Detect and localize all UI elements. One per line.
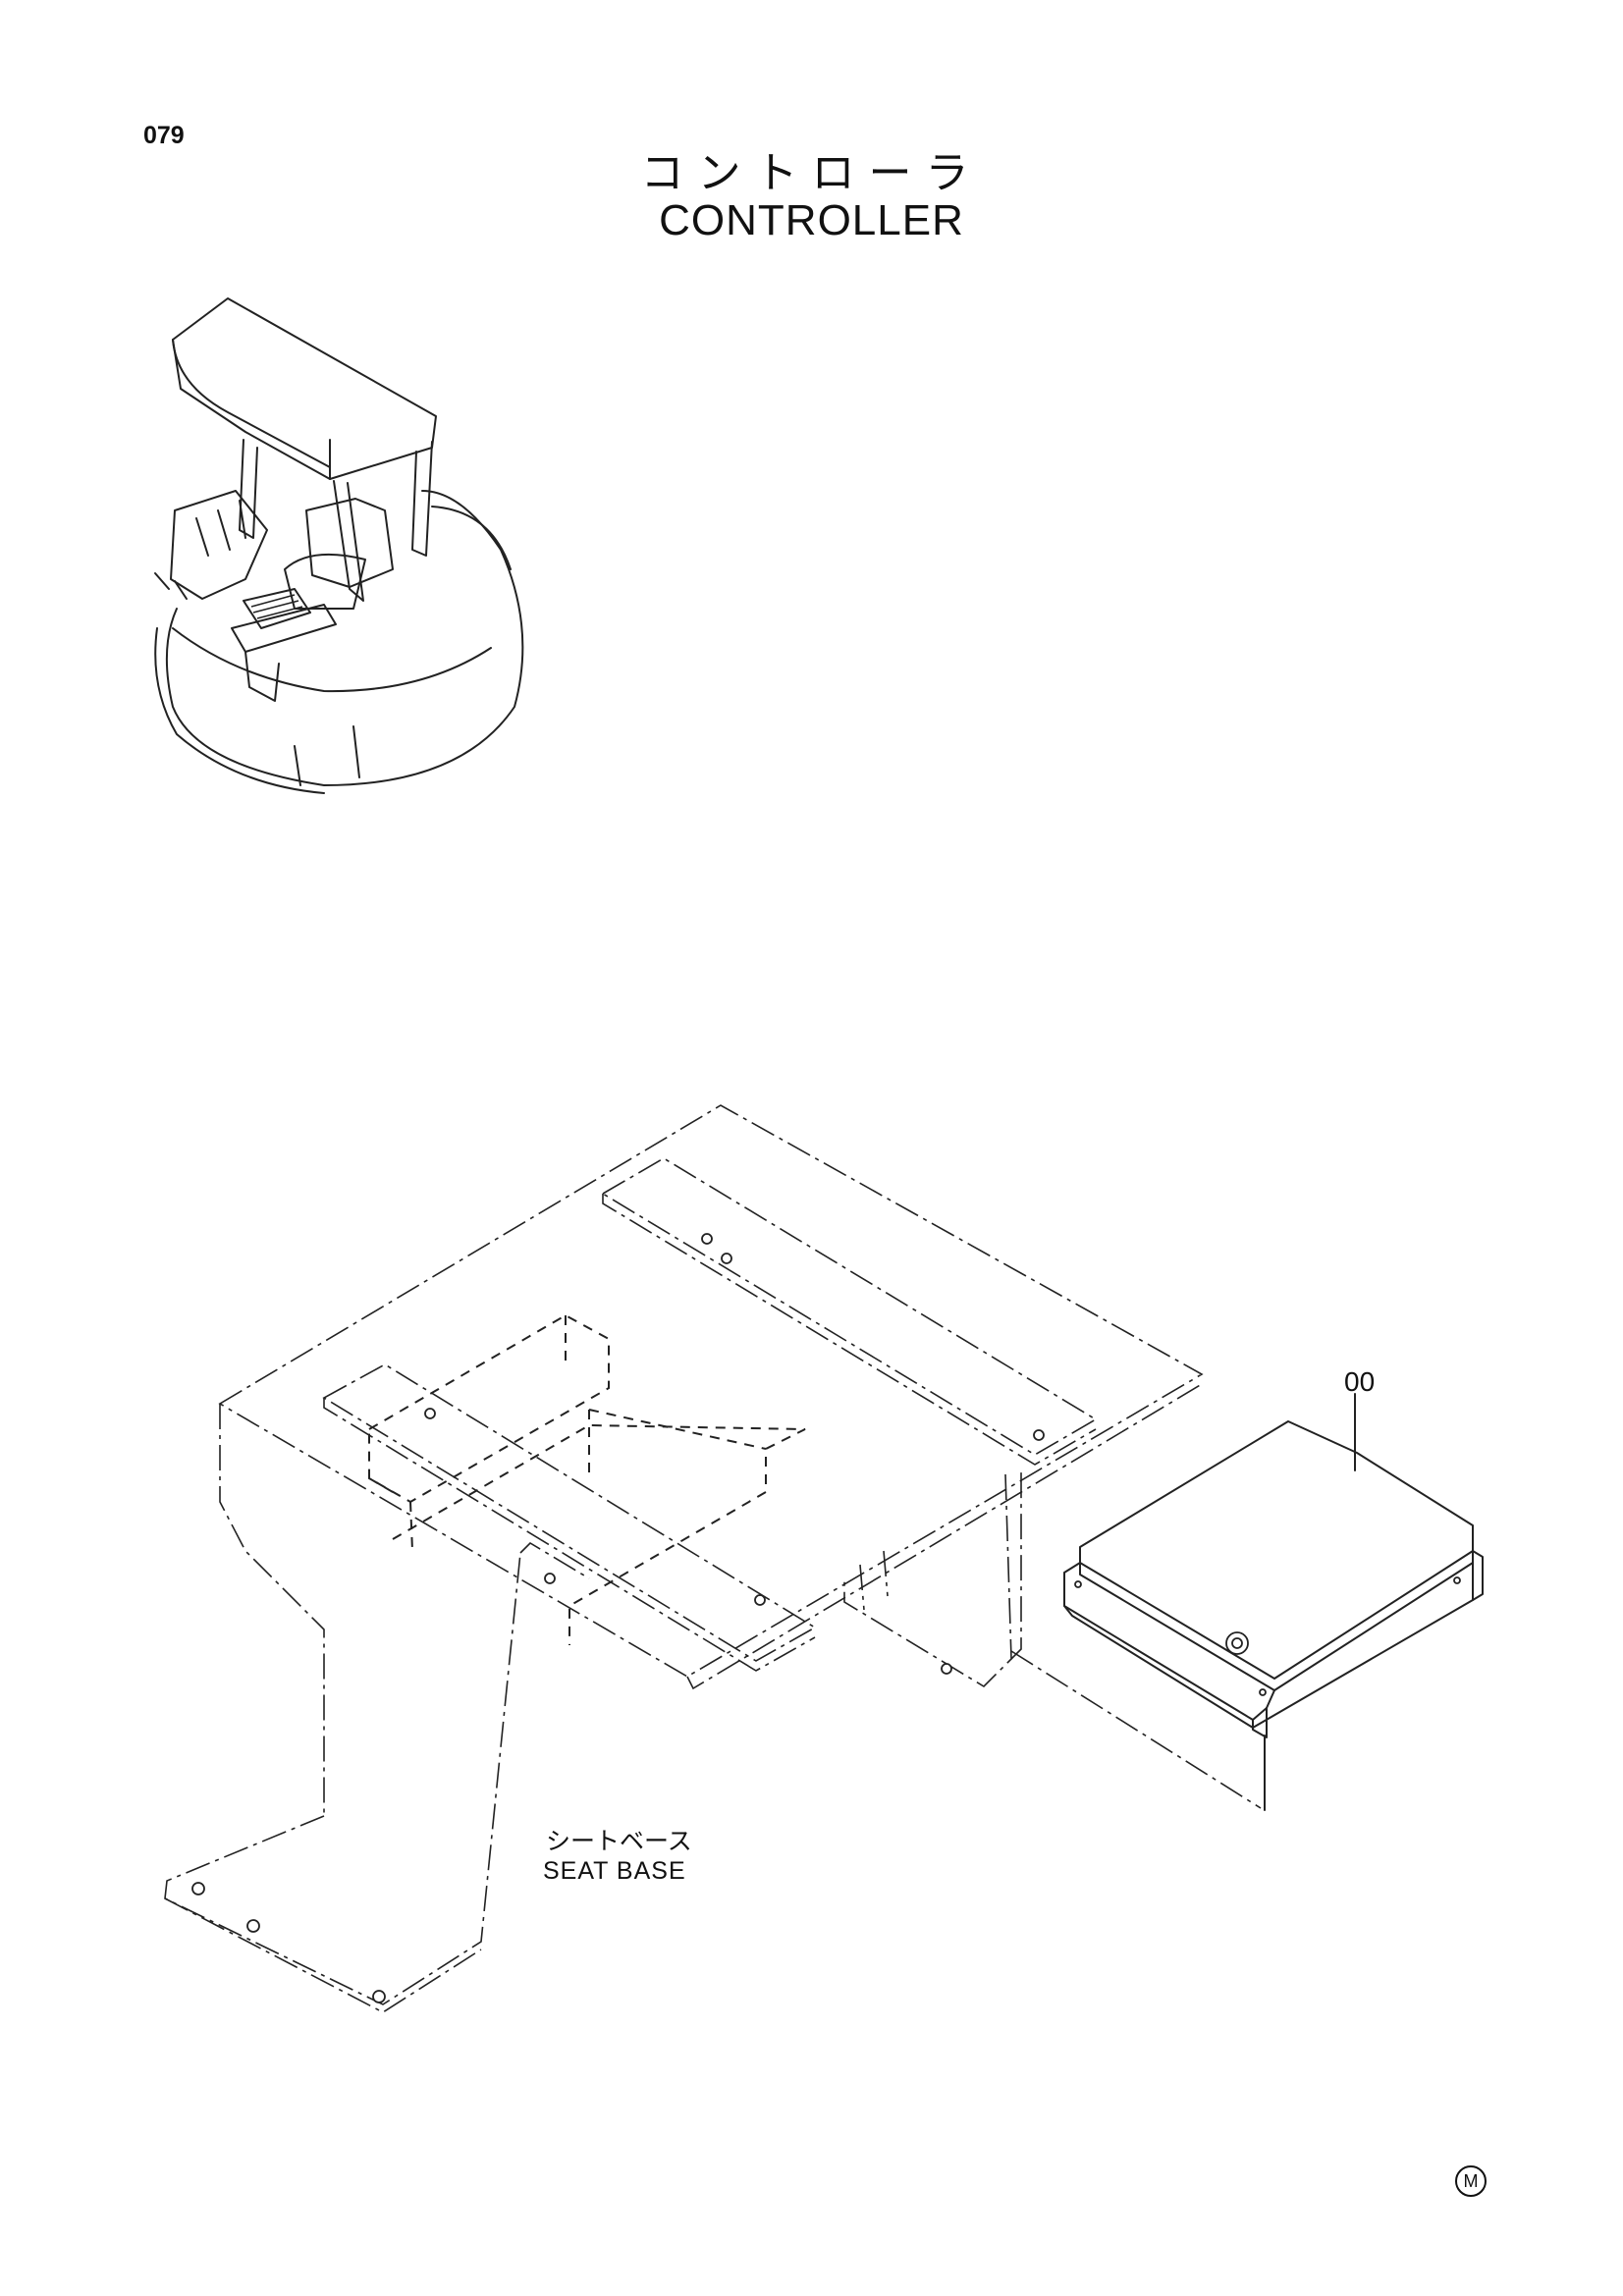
page-title-japanese: コントローラ xyxy=(640,148,983,198)
controller-screw xyxy=(1453,1576,1461,1584)
mount-hole xyxy=(372,1990,386,2003)
corner-mark: M xyxy=(1455,2165,1487,2197)
controller-knob-center xyxy=(1231,1637,1243,1649)
canopy-pillar-right xyxy=(411,441,433,557)
mount-hole xyxy=(721,1253,732,1264)
seat-base-bracket-icon xyxy=(164,1104,1204,2013)
counterweight-edge xyxy=(431,506,512,570)
seat-rail-front-edge xyxy=(323,1398,816,1672)
seat-cushion xyxy=(284,553,366,610)
mount-hole xyxy=(754,1594,766,1606)
seat-base-label: SEAT BASE xyxy=(543,1857,686,1885)
mount-hole xyxy=(941,1663,952,1675)
upper-frame-lower xyxy=(154,627,325,794)
seat-base-rib xyxy=(859,1550,889,1611)
mount-hole xyxy=(701,1233,713,1245)
page-number: 079 xyxy=(143,122,185,149)
seat-base-foot xyxy=(164,1552,521,2005)
control-console-left xyxy=(170,490,268,600)
controller-base-corner xyxy=(1252,1707,1268,1738)
controller-unit-icon xyxy=(1010,1393,1484,1811)
seat-rail-rear-edge xyxy=(602,1194,1097,1466)
controller-screw xyxy=(1259,1688,1267,1696)
operator-seat xyxy=(305,498,394,588)
floor-plate xyxy=(231,604,337,653)
mount-hole xyxy=(1033,1429,1045,1441)
seat-base-top-plate xyxy=(218,1104,1204,1678)
mount-hole xyxy=(246,1919,260,1933)
canopy-roof-edge xyxy=(172,339,331,468)
seat-base-left-side xyxy=(219,1404,325,1816)
mount-hole xyxy=(424,1408,436,1419)
frame-panel-seams xyxy=(294,725,360,786)
controller-callout-number: 00 xyxy=(1344,1366,1376,1397)
floor-step xyxy=(244,651,280,702)
hidden-bracket-top xyxy=(368,1313,610,1504)
controller-location-hatch xyxy=(250,594,303,619)
seat-base-top-plate-thickness xyxy=(686,1383,1203,1690)
canopy-roof xyxy=(172,297,437,480)
lever-grips xyxy=(154,572,188,600)
hidden-bracket-sides xyxy=(368,1315,567,1552)
canopy-pillar-left xyxy=(239,439,258,539)
mount-hole xyxy=(544,1573,556,1584)
controller-lid-edge xyxy=(1079,1550,1474,1691)
controller-lid xyxy=(1079,1420,1474,1680)
seat-rail-front xyxy=(322,1363,817,1662)
upper-frame-belt xyxy=(172,627,492,693)
controller-location xyxy=(243,588,311,629)
mount-hole xyxy=(191,1882,205,1896)
seat-base-right-leg-thickness xyxy=(1010,1468,1022,1660)
page-title: CONTROLLER xyxy=(659,196,964,244)
control-levers xyxy=(195,500,246,557)
hidden-bracket-lower xyxy=(392,1423,806,1645)
excavator-overview-icon xyxy=(154,297,524,794)
seat-base-foot-thickness xyxy=(164,1897,482,2013)
controller-base-right xyxy=(1472,1550,1484,1601)
upper-frame-outline xyxy=(165,490,524,786)
seat-base-label-japanese: シートベース xyxy=(546,1827,692,1855)
assembly-line xyxy=(1010,1650,1262,1809)
controller-screw xyxy=(1074,1580,1082,1588)
seat-base-left-inner xyxy=(519,1541,590,1579)
hidden-bracket-inner xyxy=(588,1409,767,1478)
seat-rail-rear xyxy=(601,1157,1098,1456)
seat-base-right-leg xyxy=(843,1473,1012,1688)
